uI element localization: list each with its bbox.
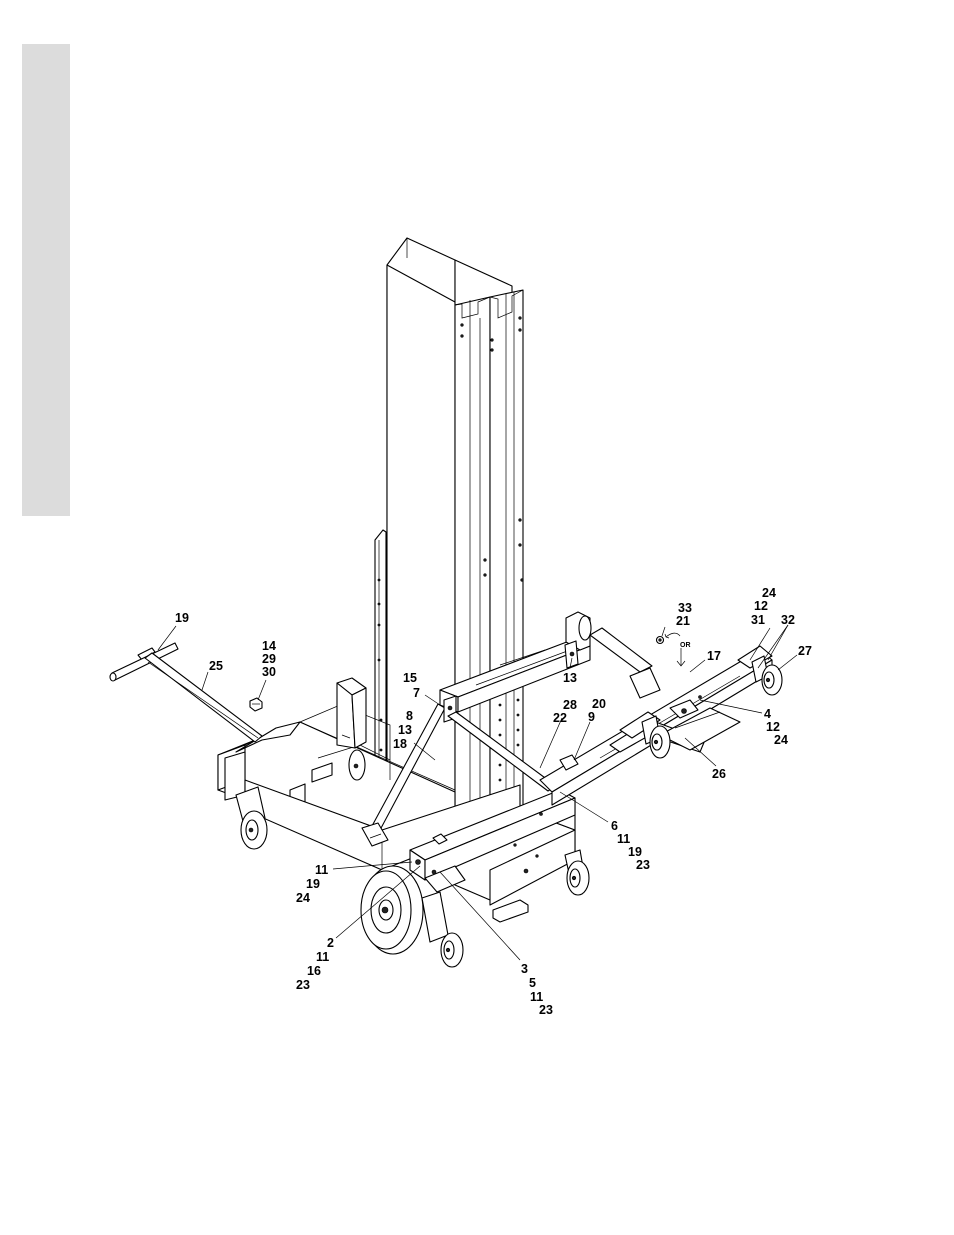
callout-19-left: 19 [306, 877, 320, 891]
callout-17: 17 [707, 649, 721, 663]
callout-26: 26 [712, 767, 726, 781]
callout-7: 7 [413, 686, 420, 700]
callout-14: 14 [262, 639, 276, 653]
tow-handle [110, 643, 262, 742]
callout-12-right: 12 [766, 720, 780, 734]
callout-4: 4 [764, 707, 771, 721]
callout-6: 6 [611, 819, 618, 833]
callout-18: 18 [393, 737, 407, 751]
callout-2: 2 [327, 936, 334, 950]
pin-alternate-option: OR [657, 633, 691, 666]
callout-5: 5 [529, 976, 536, 990]
callout-11-front: 11 [530, 990, 543, 1004]
callout-11-bottom: 11 [316, 950, 329, 964]
callout-8: 8 [406, 709, 413, 723]
callout-11-left: 11 [315, 863, 328, 877]
bolt-nut-14 [250, 698, 262, 711]
callout-3: 3 [521, 962, 528, 976]
callout-30: 30 [262, 665, 276, 679]
callout-23-bottom: 23 [296, 978, 310, 992]
callout-21: 21 [676, 614, 690, 628]
callout-29: 29 [262, 652, 276, 666]
callout-31: 31 [751, 613, 765, 627]
caster-center [349, 750, 365, 780]
callout-23-right: 23 [636, 858, 650, 872]
caster-front-right [565, 850, 589, 895]
callout-25: 25 [209, 659, 223, 673]
center-bracket [337, 678, 366, 748]
callout-27: 27 [798, 644, 812, 658]
callout-22: 22 [553, 711, 567, 725]
caster-front-center [422, 892, 463, 967]
label-or: OR [680, 642, 691, 649]
callout-15: 15 [403, 671, 417, 685]
big-wheel-front [361, 866, 423, 954]
callout-19-right: 19 [628, 845, 642, 859]
callout-20: 20 [592, 697, 606, 711]
callout-12-top: 12 [754, 599, 768, 613]
callout-11-right: 11 [617, 832, 630, 846]
callout-24-left: 24 [296, 891, 310, 905]
callout-16: 16 [307, 964, 321, 978]
callout-9: 9 [588, 710, 595, 724]
callout-24-top: 24 [762, 586, 776, 600]
callout-32: 32 [781, 613, 795, 627]
callout-23-front: 23 [539, 1003, 553, 1017]
callout-33: 33 [678, 601, 692, 615]
callout-13-right: 13 [563, 671, 577, 685]
callout-19-handle: 19 [175, 611, 189, 625]
callout-13-left: 13 [398, 723, 412, 737]
callout-28: 28 [563, 698, 577, 712]
callout-24-right: 24 [774, 733, 788, 747]
